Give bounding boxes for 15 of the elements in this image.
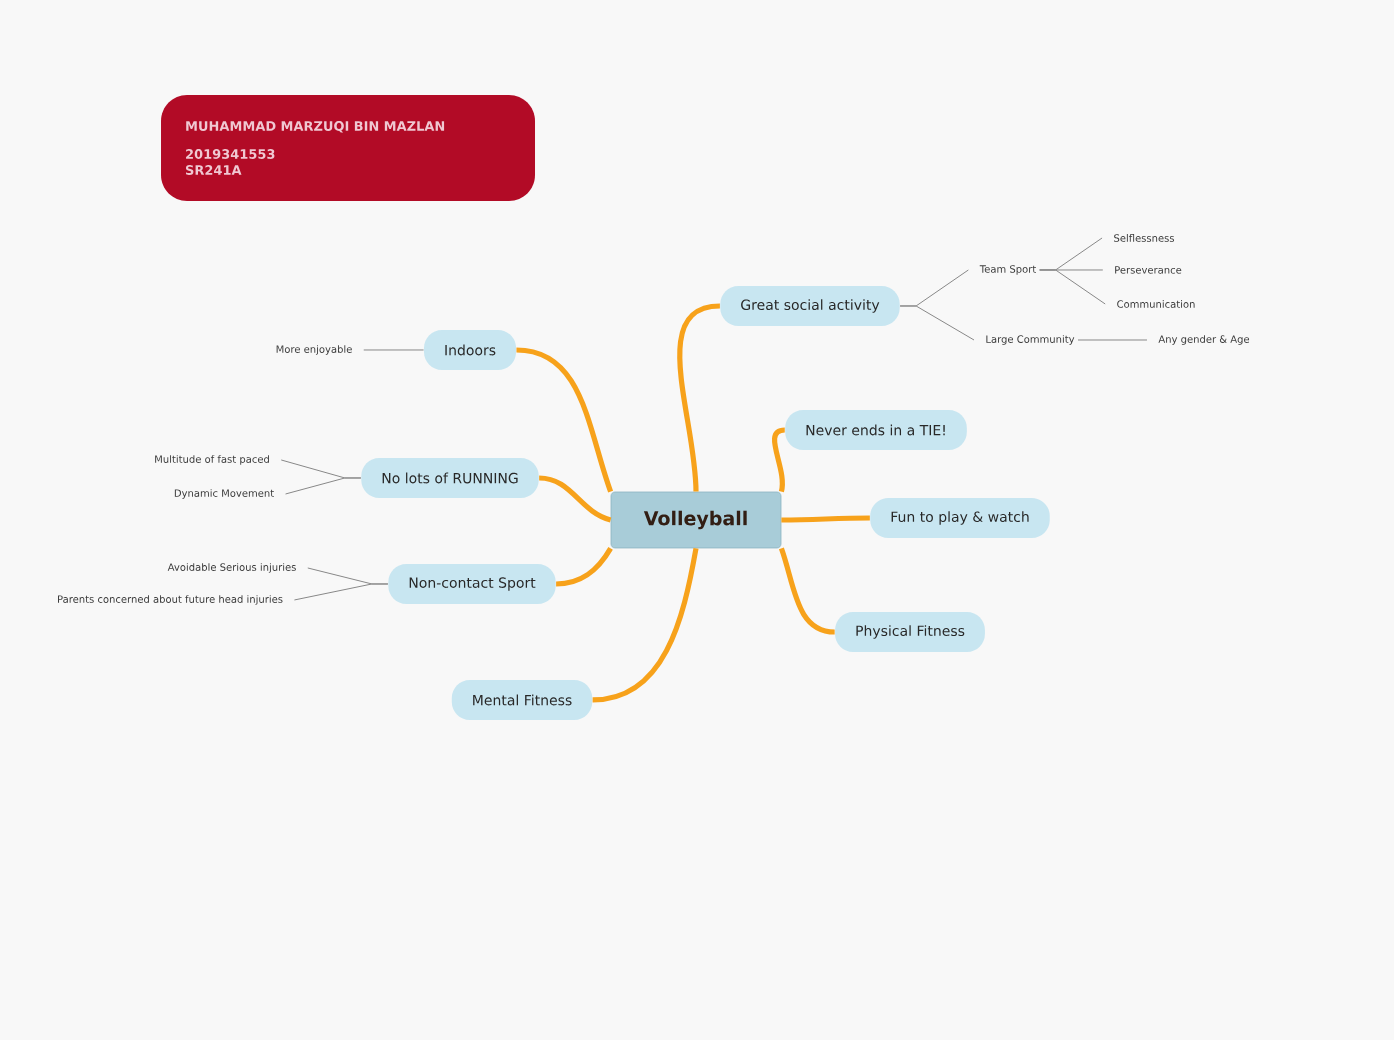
- branch-line: [556, 547, 613, 587]
- branch-line: [592, 547, 699, 703]
- branch-line: [677, 303, 721, 492]
- branch-line: [516, 347, 614, 493]
- branch-line: [538, 475, 612, 523]
- connector-line: [363, 349, 425, 351]
- branch-line: [781, 515, 870, 523]
- connector-line: [293, 583, 389, 601]
- branch-line: [772, 427, 786, 492]
- connector-line: [899, 305, 975, 341]
- connector-line: [1039, 269, 1106, 305]
- connector-line: [285, 477, 362, 495]
- central-topic-box: Volleyball: [610, 491, 782, 549]
- branch-line: [778, 547, 835, 635]
- connector-line: [1077, 339, 1148, 341]
